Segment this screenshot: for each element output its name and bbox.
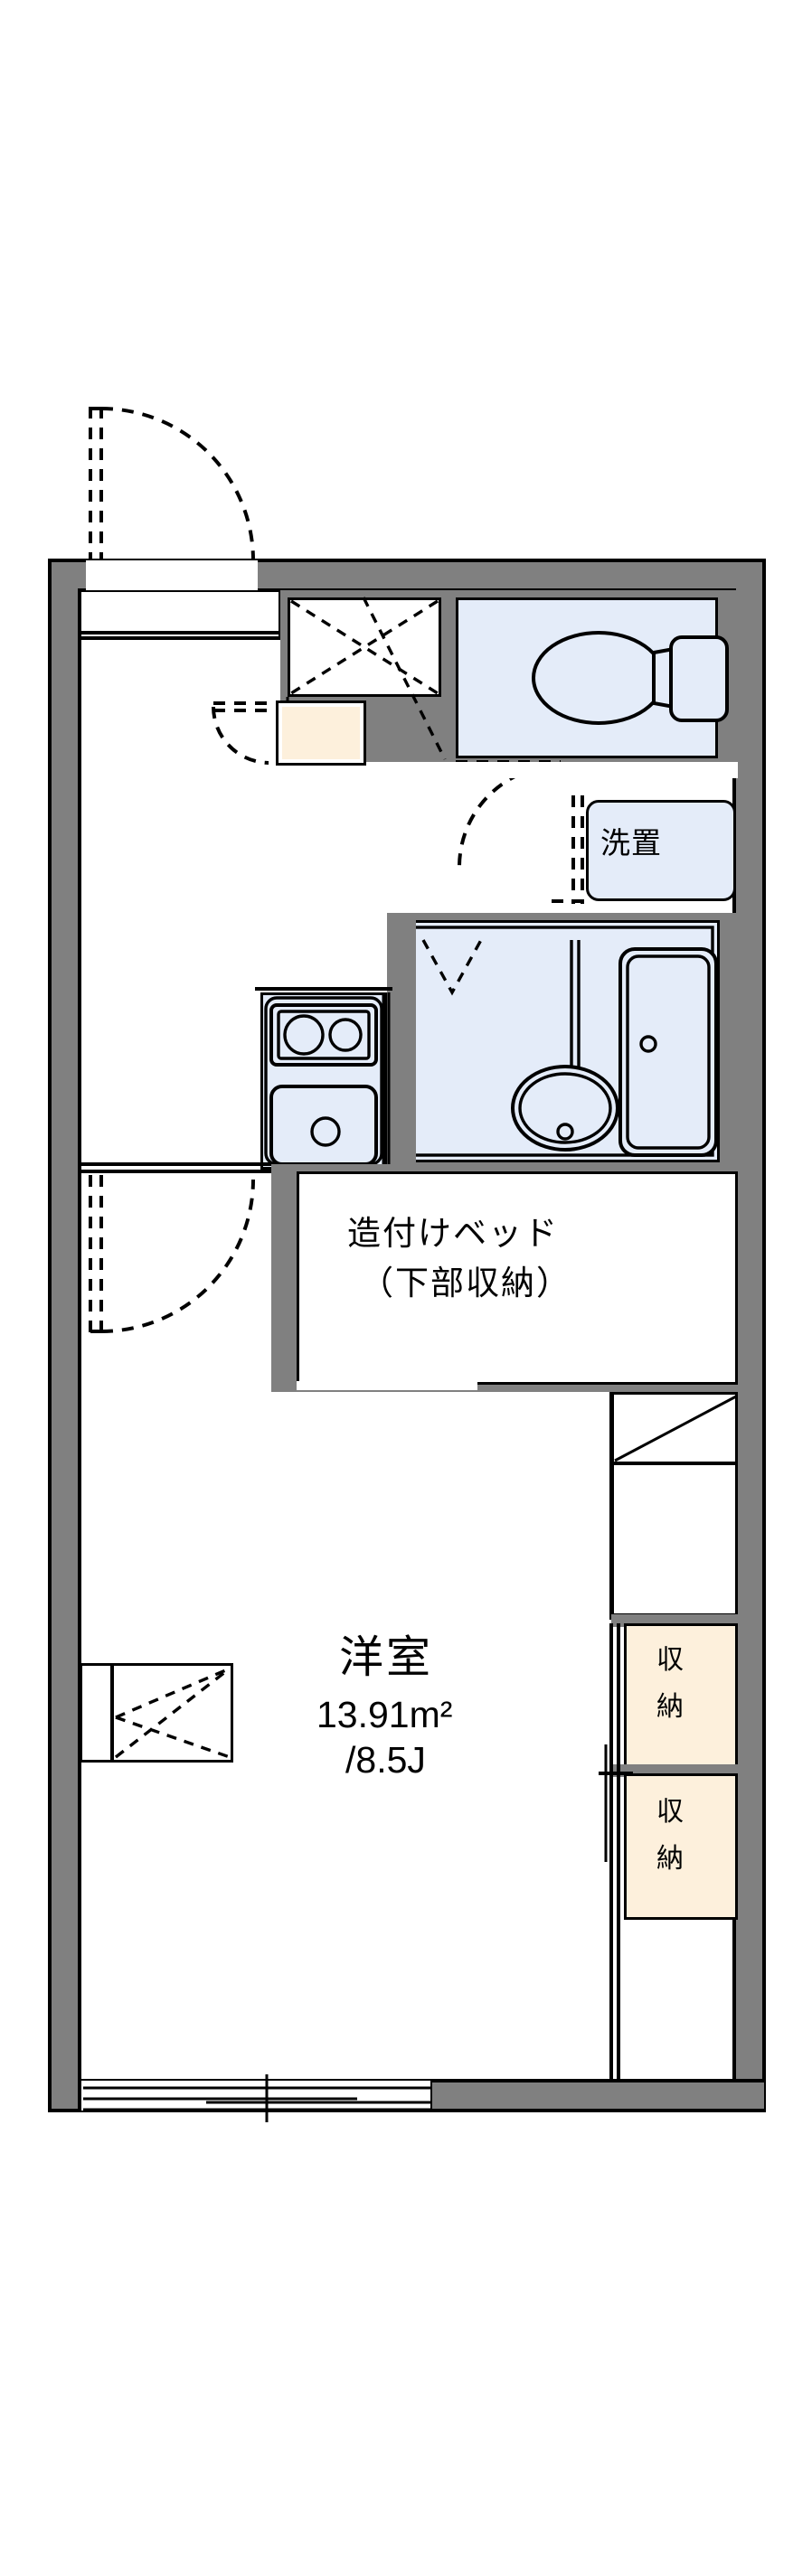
closet-lower-label-line2: 納	[656, 1844, 685, 1874]
entrance-door-opening	[86, 560, 258, 590]
closet-lower	[624, 1773, 738, 1920]
kitchen-bath-partition	[392, 913, 416, 1170]
corridor-under-toilet	[448, 762, 738, 778]
exterior-wall-left	[50, 560, 80, 2111]
washer-space	[586, 800, 736, 901]
main-room-area-jo: /8.5J	[345, 1739, 426, 1781]
exterior-wall-bottom-right	[432, 2081, 764, 2111]
built-in-bed-label-line2: （下部収納）	[360, 1264, 571, 1302]
closet-upper	[624, 1623, 738, 1768]
built-in-bed-label-line1: 造付けベッド	[347, 1215, 559, 1252]
closet-lower-label-line1: 収	[656, 1797, 685, 1827]
bed-foot-gap	[297, 1381, 477, 1390]
closet-upper-label-line1: 収	[656, 1645, 685, 1675]
closet-upper-label-line2: 納	[656, 1692, 685, 1722]
side-window	[80, 1663, 233, 1763]
main-room-label: 洋室	[339, 1633, 434, 1682]
main-room-area-sqm: 13.91m²	[316, 1694, 453, 1735]
washer-space-label: 洗置	[600, 826, 662, 860]
entrance-step	[282, 707, 360, 759]
built-in-bed	[297, 1171, 738, 1385]
balcony-window-opening	[80, 2081, 432, 2111]
